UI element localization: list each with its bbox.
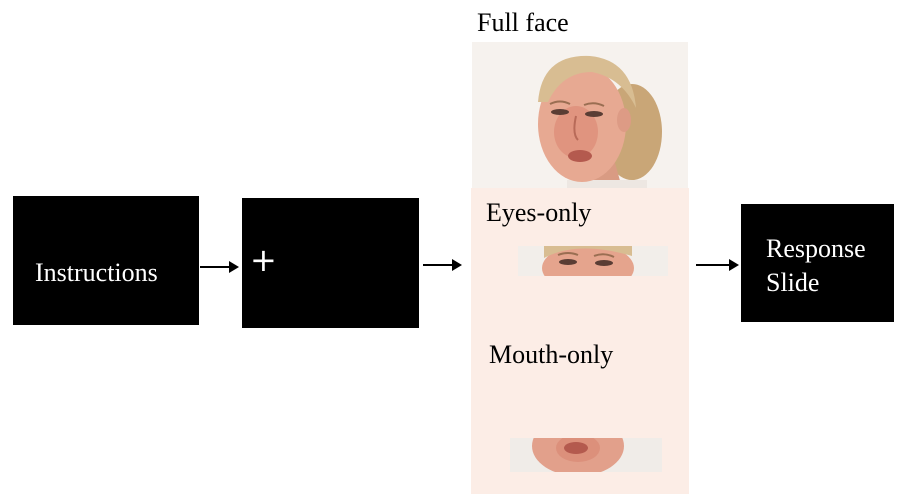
- full-face-image: [472, 42, 688, 188]
- arrow-icon: [200, 260, 240, 274]
- stimulus-panel: Full face Eyes-only: [471, 0, 689, 494]
- fixation-box: +: [242, 198, 419, 328]
- arrow-icon: [423, 258, 463, 272]
- mouth-only-image: [510, 438, 662, 472]
- eyes-only-image: [518, 246, 668, 276]
- fixation-cross: +: [250, 242, 277, 278]
- instructions-box: Instructions: [13, 196, 199, 325]
- response-slide-box: Response Slide: [741, 204, 894, 322]
- instructions-label: Instructions: [35, 258, 158, 288]
- response-label-line2: Slide: [766, 268, 819, 298]
- mouth-only-label: Mouth-only: [489, 340, 613, 370]
- arrow-icon: [696, 258, 740, 272]
- response-label-line1: Response: [766, 234, 866, 264]
- full-face-label: Full face: [477, 8, 569, 38]
- eyes-only-label: Eyes-only: [486, 198, 591, 228]
